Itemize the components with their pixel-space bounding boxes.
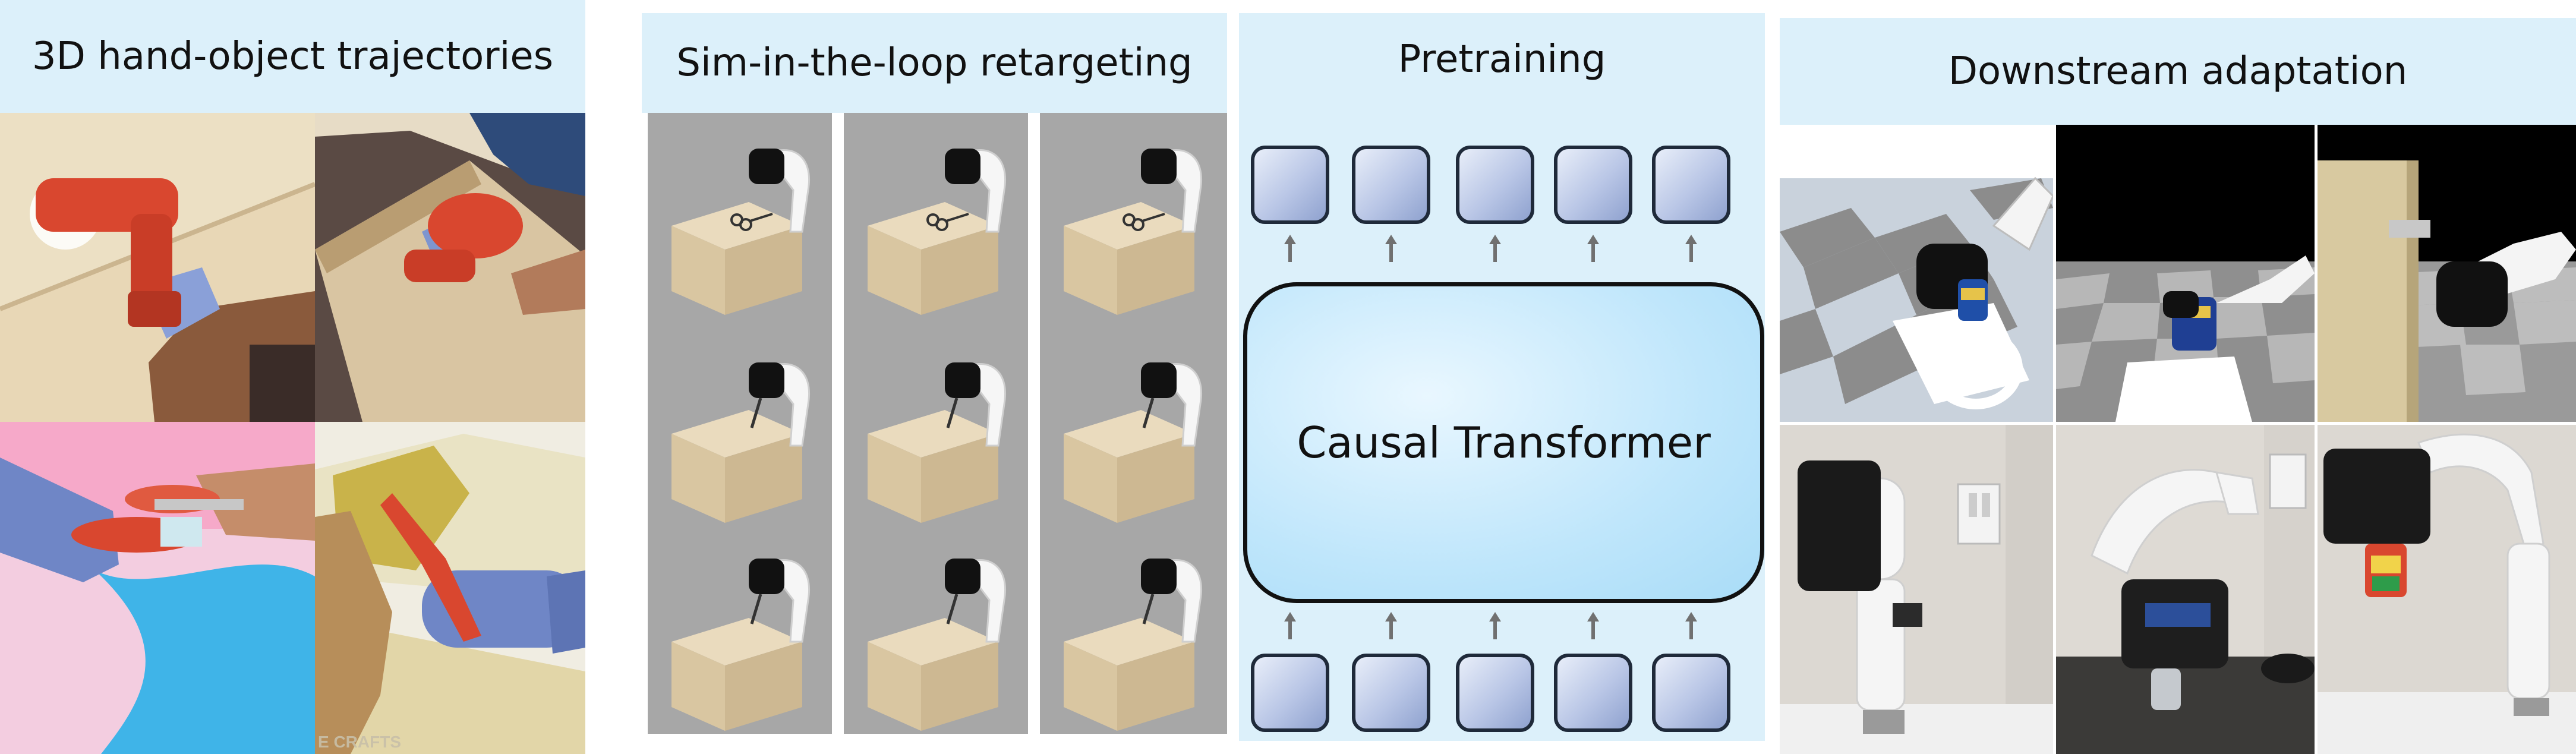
adaptation-real-view-3 bbox=[2318, 425, 2576, 754]
adaptation-sim-view-2 bbox=[2056, 125, 2315, 422]
panel-header-pretraining: Pretraining bbox=[1239, 24, 1765, 95]
panel-title-retargeting: Sim-in-the-loop retargeting bbox=[676, 41, 1193, 85]
input-arrow bbox=[1587, 612, 1599, 639]
input-arrow bbox=[1284, 612, 1296, 639]
sim-frame bbox=[844, 321, 1028, 529]
trajectory-photo-drill-shelf bbox=[0, 113, 315, 422]
causal-transformer-block: Causal Transformer bbox=[1243, 282, 1764, 603]
adaptation-sim-view-1 bbox=[1780, 125, 2053, 422]
adaptation-real-view-1 bbox=[1780, 425, 2053, 754]
trajectory-photo-sander bbox=[315, 113, 585, 422]
sim-frame bbox=[844, 113, 1028, 321]
input-token bbox=[1352, 654, 1430, 732]
adaptation-sim-view-3 bbox=[2318, 125, 2576, 422]
input-token bbox=[1456, 654, 1534, 732]
output-arrow bbox=[1489, 235, 1501, 262]
input-token bbox=[1554, 654, 1632, 732]
panel-header-retargeting: Sim-in-the-loop retargeting bbox=[642, 13, 1227, 113]
panel-title-pretraining: Pretraining bbox=[1398, 37, 1606, 81]
adaptation-real-view-2 bbox=[2056, 425, 2315, 754]
output-token bbox=[1652, 146, 1730, 224]
trajectory-photo-watermark: E CRAFTS bbox=[318, 733, 401, 751]
output-token bbox=[1456, 146, 1534, 224]
sim-frame bbox=[648, 321, 832, 529]
panel-title-adaptation: Downstream adaptation bbox=[1948, 49, 2408, 93]
sim-frame bbox=[844, 529, 1028, 737]
output-token bbox=[1554, 146, 1632, 224]
sim-frame bbox=[1040, 321, 1224, 529]
trajectory-photo-pliers: E CRAFTS bbox=[315, 422, 585, 754]
panel-header-adaptation: Downstream adaptation bbox=[1780, 18, 2576, 125]
output-arrow bbox=[1685, 235, 1697, 262]
output-token bbox=[1352, 146, 1430, 224]
input-arrow bbox=[1489, 612, 1501, 639]
causal-transformer-label: Causal Transformer bbox=[1297, 418, 1711, 468]
sim-frame bbox=[1040, 113, 1224, 321]
panel-title-trajectories: 3D hand-object trajectories bbox=[31, 34, 554, 78]
sim-frame bbox=[1040, 529, 1224, 737]
output-arrow bbox=[1587, 235, 1599, 262]
input-token bbox=[1251, 654, 1329, 732]
panel-header-trajectories: 3D hand-object trajectories bbox=[0, 0, 585, 113]
output-arrow bbox=[1385, 235, 1397, 262]
input-arrow bbox=[1385, 612, 1397, 639]
input-token bbox=[1652, 654, 1730, 732]
sim-frame bbox=[648, 113, 832, 321]
sim-frame bbox=[648, 529, 832, 737]
input-arrow bbox=[1685, 612, 1697, 639]
output-arrow bbox=[1284, 235, 1296, 262]
output-token bbox=[1251, 146, 1329, 224]
trajectory-photo-scissors bbox=[0, 422, 315, 754]
